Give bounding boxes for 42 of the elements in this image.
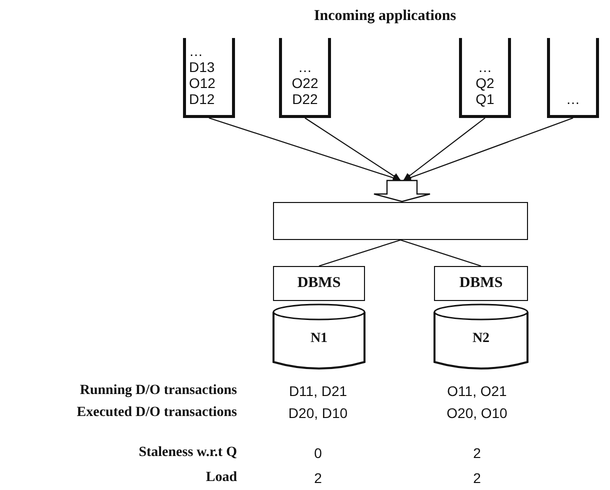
block-arrow — [373, 180, 431, 202]
queue-item: D12 — [189, 91, 215, 107]
row-header: Staleness w.r.t Q — [138, 445, 237, 461]
diagram-title: Incoming applications — [312, 8, 458, 25]
dbms-box — [273, 266, 365, 301]
table-value: O11, O21 — [446, 383, 508, 399]
queue-item: … — [189, 43, 203, 59]
queue-item: … — [298, 59, 312, 75]
queue — [459, 38, 511, 118]
arrow — [403, 118, 486, 181]
table-value: 2 — [472, 445, 482, 461]
queue-item: O12 — [189, 75, 216, 91]
row-header: Executed D/O transactions — [76, 405, 237, 421]
dbms-box — [434, 266, 528, 301]
database-cylinder — [433, 303, 529, 371]
queue-item: O22 — [292, 75, 318, 91]
table-value: D11, D21 — [288, 383, 348, 399]
node-label: N2 — [471, 331, 491, 347]
queue-item: Q1 — [476, 91, 494, 107]
queue-item: Q2 — [476, 75, 494, 91]
node-label: N1 — [309, 331, 329, 347]
node-label: DBMS — [459, 275, 503, 292]
connector-line — [318, 239, 401, 267]
table-value: O20, O10 — [446, 405, 508, 421]
queue-item: … — [566, 91, 580, 107]
database-cylinder — [272, 303, 366, 371]
table-value: 2 — [313, 470, 323, 486]
queue-item: … — [478, 59, 492, 75]
queue — [279, 38, 331, 118]
table-value: D20, D10 — [287, 405, 349, 421]
row-header: Load — [204, 470, 237, 486]
queue-item: D22 — [292, 91, 318, 107]
queue-item: D13 — [189, 59, 215, 75]
table-value: 0 — [313, 445, 323, 461]
queue — [547, 38, 599, 118]
queue — [183, 38, 235, 118]
arrow — [304, 118, 401, 181]
node-label: DBMS — [297, 275, 341, 292]
row-header: Running D/O transactions — [78, 383, 237, 399]
connector-line — [400, 239, 482, 267]
table-value: 2 — [472, 470, 482, 486]
process-box — [273, 202, 528, 240]
